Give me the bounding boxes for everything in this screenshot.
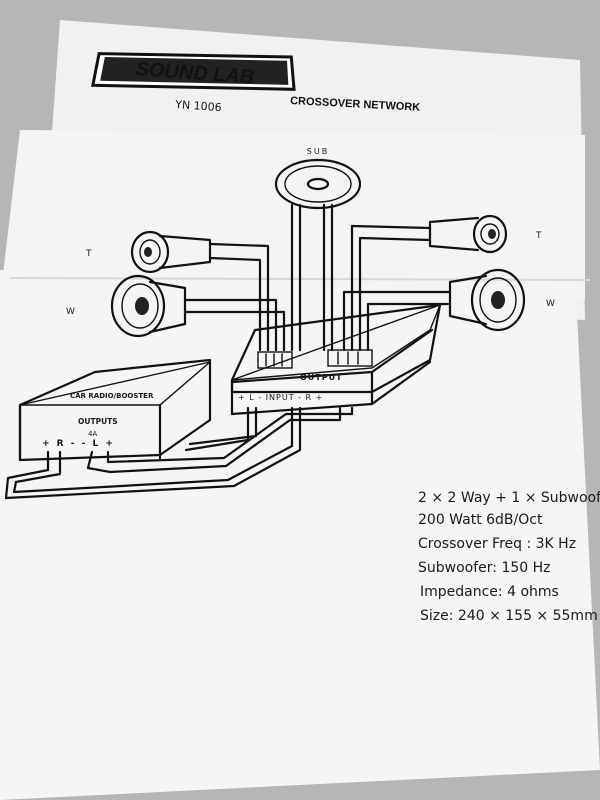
- paper-sheet-main: [0, 270, 600, 800]
- output-label: OUTPUT: [300, 373, 343, 382]
- sound-lab-logo: SOUND LAB: [91, 52, 296, 91]
- tweeter-right-label: T: [535, 231, 542, 241]
- woofer-left-speaker: [110, 274, 286, 352]
- tweeter-right-speaker: [350, 214, 508, 352]
- tweeter-left-speaker: [130, 230, 270, 352]
- spec-line: Size: 240 × 155 × 55mm: [420, 608, 598, 624]
- car-radio-label: CAR RADIO/BOOSTER: [70, 392, 154, 400]
- woofer-left-label: W: [66, 307, 75, 317]
- tweeter-left-label: T: [85, 249, 92, 259]
- car-radio-booster: CAR RADIO/BOOSTER OUTPUTS 4A + R - - L +: [18, 358, 212, 462]
- woofer-right-speaker: [342, 268, 526, 352]
- sub-label: SUB: [307, 147, 329, 156]
- spec-line: Subwoofer: 150 Hz: [418, 560, 551, 576]
- outputs-label: OUTPUTS: [78, 417, 118, 426]
- input-label: + L - INPUT - R +: [238, 393, 323, 402]
- woofer-right-label: W: [546, 299, 555, 309]
- spec-line: 2 × 2 Way + 1 × Subwoofer: [418, 490, 600, 506]
- spec-line: 200 Watt 6dB/Oct: [418, 512, 543, 528]
- input-wiring: [4, 406, 354, 500]
- crossover-unit: OUTPUT + L - INPUT - R +: [230, 303, 442, 416]
- model-number: YN 1006: [174, 98, 222, 114]
- polarity-label: + R - - L +: [42, 439, 115, 449]
- outputs-4a-label: 4A: [88, 430, 97, 438]
- spec-line: Impedance: 4 ohms: [420, 584, 559, 600]
- specs-block: 2 × 2 Way + 1 × Subwoofer 200 Watt 6dB/O…: [418, 490, 600, 624]
- spec-line: Crossover Freq : 3K Hz: [418, 536, 576, 552]
